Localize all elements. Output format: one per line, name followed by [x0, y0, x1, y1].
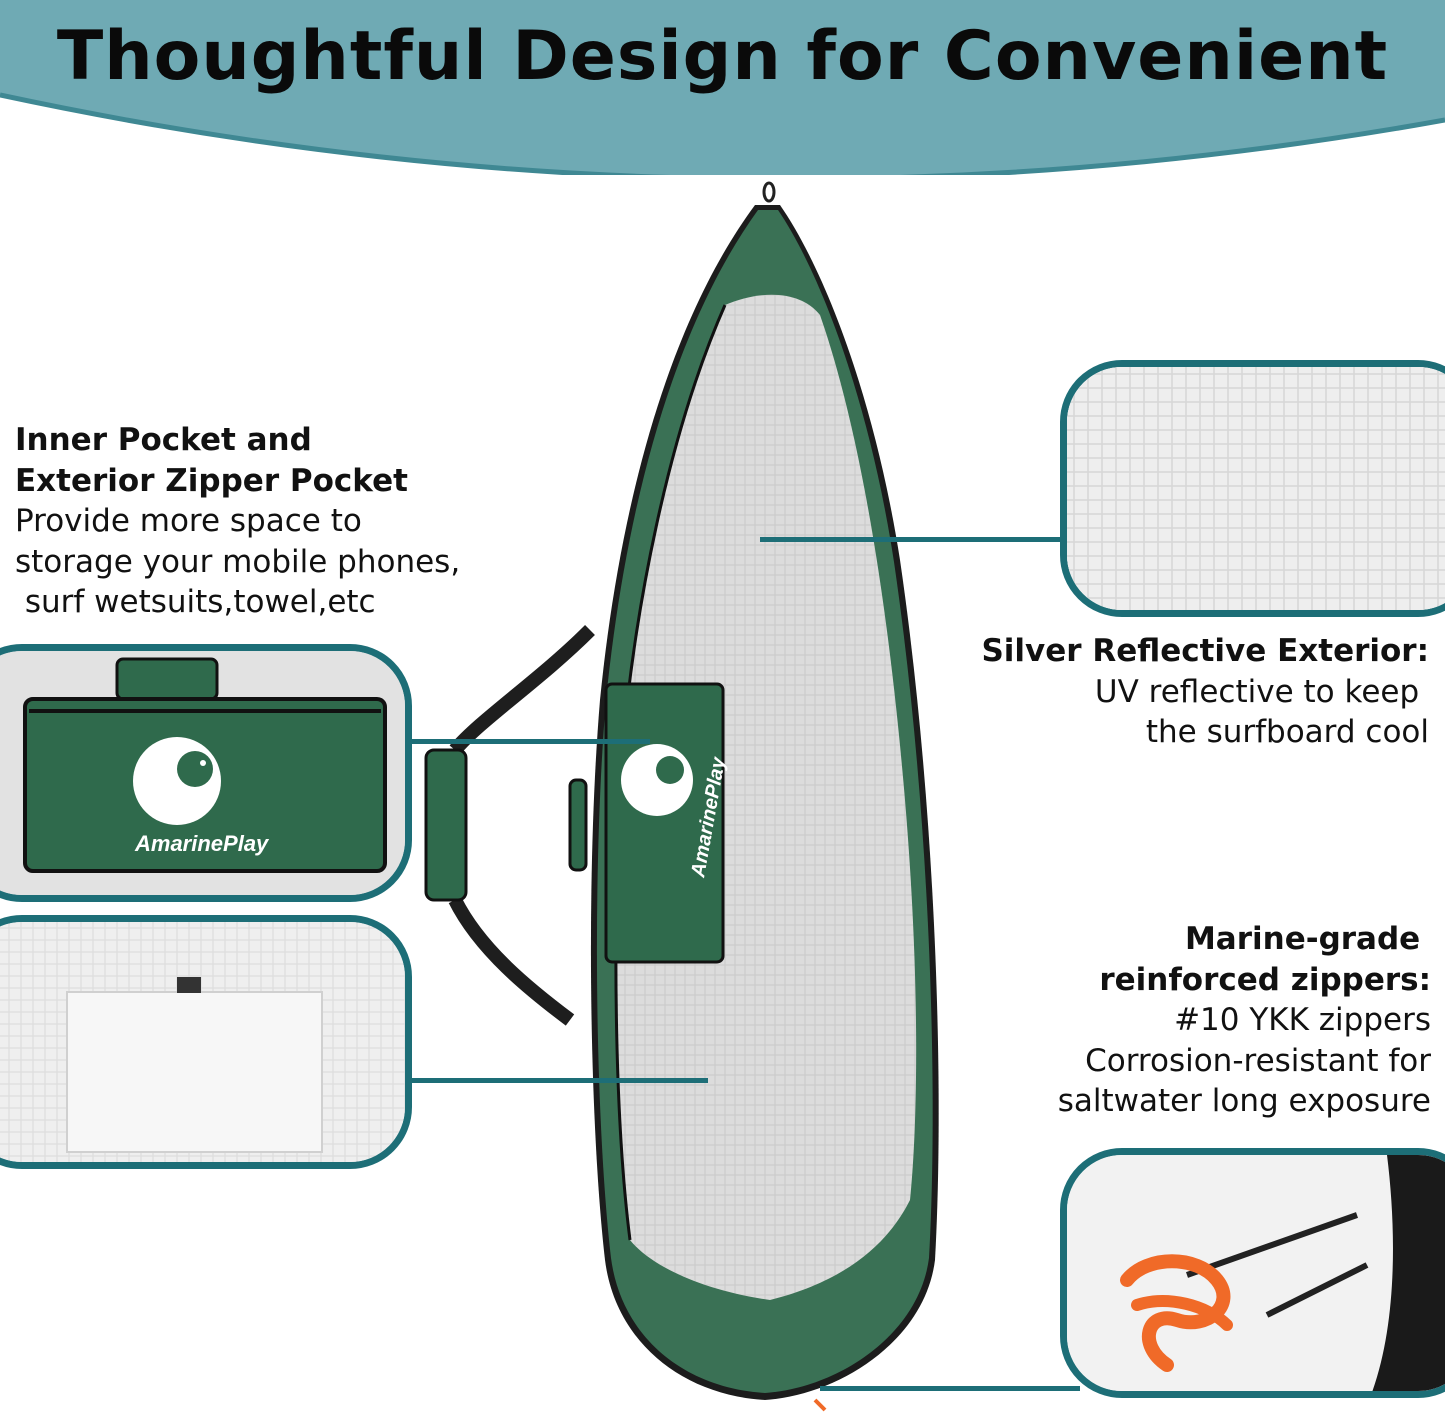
inner-pocket-closeup-image — [0, 915, 412, 1169]
pointer-line-inner — [410, 1078, 708, 1083]
surfboard-bag-image: AmarinePlay — [424, 181, 939, 1412]
zipper-body-line1: #10 YKK zippers — [1174, 1002, 1431, 1038]
pointer-line-pocket — [410, 739, 650, 744]
silver-body-line1: UV reflective to keep — [1094, 673, 1429, 710]
exterior-pocket-closeup-image: AmarinePlay — [0, 644, 412, 902]
silver-heading: Silver Reflective Exterior: — [981, 633, 1429, 669]
zipper-body-line2: Corrosion-resistant for — [1085, 1042, 1431, 1079]
pocket-callout: Inner Pocket and Exterior Zipper Pocket … — [15, 420, 535, 623]
pocket-logo-text: AmarinePlay — [134, 831, 270, 856]
pointer-line-silver — [760, 537, 1063, 542]
zipper-heading-line1: Marine-grade — [1184, 921, 1431, 957]
zipper-closeup-image — [1060, 1148, 1445, 1398]
pocket-heading-line1: Inner Pocket and — [15, 422, 312, 458]
page-title: Thoughtful Design for Convenient — [56, 17, 1389, 96]
silver-body-line2: the surfboard cool — [1145, 714, 1429, 750]
zipper-callout: Marine-grade reinforced zippers: #10 YKK… — [871, 919, 1431, 1122]
pocket-body-line3: surf wetsuits,towel,etc — [15, 584, 376, 620]
zipper-body-line3: saltwater long exposure — [1057, 1083, 1431, 1119]
silver-callout: Silver Reflective Exterior: UV reflectiv… — [909, 631, 1429, 753]
pocket-body-line2: storage your mobile phones, — [15, 543, 461, 580]
pocket-body-line1: Provide more space to — [15, 503, 362, 539]
zipper-heading-line2: reinforced zippers: — [1099, 961, 1431, 998]
fabric-closeup-image — [1060, 360, 1445, 617]
pointer-line-zipper — [820, 1386, 1080, 1391]
header-band — [0, 0, 1445, 175]
pocket-heading-line2: Exterior Zipper Pocket — [15, 462, 408, 499]
